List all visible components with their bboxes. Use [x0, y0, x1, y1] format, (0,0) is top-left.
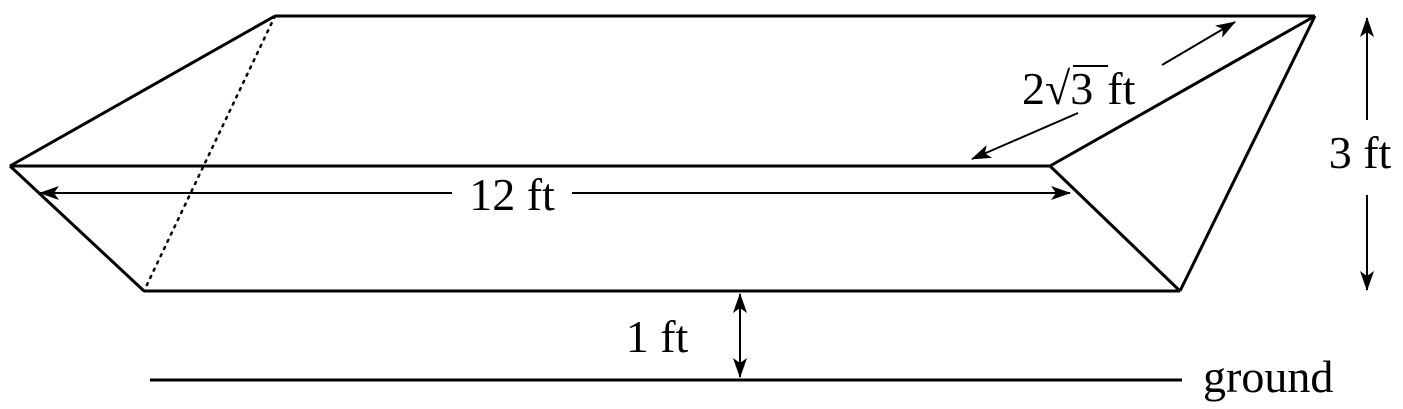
- clearance-label: 1 ft: [626, 311, 689, 362]
- slant-dimension: 2√3 ft: [971, 21, 1236, 160]
- slant-radicand: 3: [1070, 63, 1093, 114]
- left-back-slope-hidden-edge: [142, 14, 277, 293]
- length-dimension: 12 ft: [39, 169, 1071, 220]
- height-label: 3 ft: [1329, 127, 1392, 178]
- slant-label: 2√3 ft: [1022, 63, 1136, 114]
- left-top-edge: [9, 14, 276, 168]
- slant-arrow-up: [1161, 21, 1236, 66]
- height-dimension: 3 ft: [1329, 17, 1392, 291]
- length-label: 12 ft: [469, 169, 555, 220]
- slant-unit: ft: [1107, 63, 1135, 114]
- slant-arrow-down: [971, 112, 1079, 160]
- right-top-edge: [1049, 14, 1316, 168]
- clearance-dimension: 1 ft: [626, 293, 747, 378]
- sqrt-symbol: √: [1045, 63, 1071, 114]
- slant-coefficient: 2: [1022, 63, 1045, 114]
- trough-prism: [8, 14, 1317, 293]
- left-front-slope-edge: [8, 164, 146, 293]
- right-back-slope-edge: [1178, 15, 1317, 292]
- ground-label: ground: [1203, 351, 1333, 402]
- right-front-slope-edge: [1048, 164, 1182, 293]
